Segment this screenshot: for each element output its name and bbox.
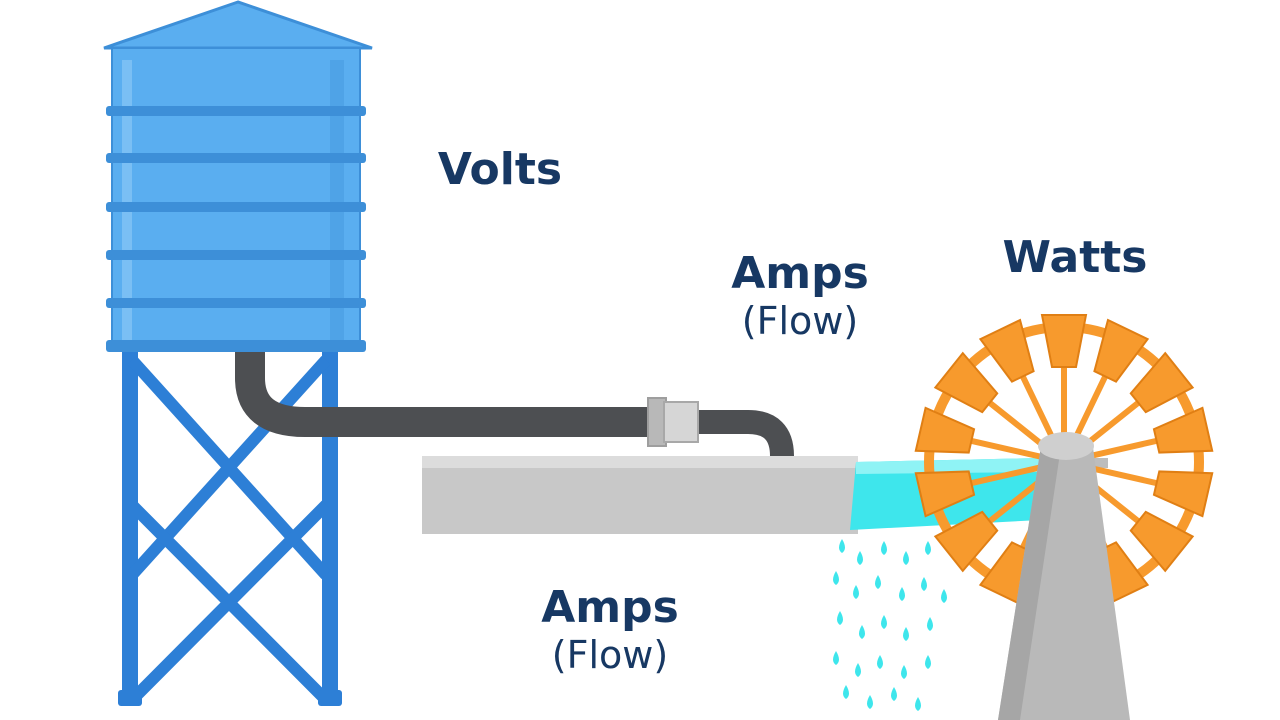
water-drop — [881, 615, 887, 629]
water-drop — [843, 685, 849, 699]
water-drop — [837, 611, 843, 625]
wheel-paddle — [1129, 510, 1195, 573]
water-stream-highlight — [856, 458, 1040, 474]
left-foot — [118, 690, 142, 706]
water-drop — [921, 577, 927, 591]
support-pillar-shadow — [998, 440, 1062, 720]
water-drop — [927, 617, 933, 631]
water-drop — [941, 589, 947, 603]
wheel-support — [998, 432, 1130, 720]
amps-channel-title: Amps — [541, 582, 679, 633]
water-drop — [891, 687, 897, 701]
tank-band-4 — [106, 250, 366, 260]
right-foot — [318, 690, 342, 706]
wheel-paddle — [1152, 406, 1214, 454]
water-drop — [881, 541, 887, 555]
label-amps-channel: Amps (Flow) — [525, 582, 695, 677]
right-leg — [322, 346, 338, 700]
tank-outlet-pipe — [235, 344, 650, 437]
flume-channel — [422, 456, 1108, 534]
amps-pipe-note: (Flow) — [741, 299, 859, 343]
water-drop — [903, 627, 909, 641]
tank-band-5 — [106, 298, 366, 308]
label-amps-pipe: Amps (Flow) — [715, 248, 885, 343]
paddle-blade — [1093, 318, 1150, 383]
wheel-paddle — [933, 510, 999, 573]
watts-title: Watts — [1002, 232, 1148, 283]
water-drop — [877, 655, 883, 669]
water-drop — [839, 539, 845, 553]
tank-band-1 — [106, 106, 366, 116]
amps-channel-note: (Flow) — [551, 633, 669, 677]
tank-roof — [103, 0, 373, 50]
water-drop — [901, 665, 907, 679]
wheel-paddle — [1040, 314, 1088, 368]
water-drop — [855, 663, 861, 677]
wheel-paddle — [914, 406, 976, 454]
wheel-paddle — [1152, 470, 1214, 518]
wheel-paddle — [914, 470, 976, 518]
paddle-blade — [1129, 351, 1195, 414]
tower-stand — [118, 346, 342, 706]
water-drop — [853, 585, 859, 599]
water-drop — [875, 575, 881, 589]
water-tower-icon — [103, 0, 373, 352]
pipe-coupling-right — [663, 401, 699, 443]
left-leg — [122, 346, 138, 700]
paddle-blade — [1152, 406, 1214, 454]
water-drops-icon — [833, 539, 947, 711]
water-drop — [857, 551, 863, 565]
water-drop — [859, 625, 865, 639]
tank-band-2 — [106, 153, 366, 163]
paddle-blade — [914, 406, 976, 454]
water-drop — [925, 655, 931, 669]
water-drop — [925, 541, 931, 555]
wheel-paddle — [1129, 351, 1195, 414]
wheel-paddle — [978, 318, 1035, 383]
channel-top-edge — [422, 456, 858, 468]
tank-shadow — [330, 60, 344, 340]
water-drop — [833, 571, 839, 585]
channel-body — [422, 456, 858, 534]
paddle-blade — [1040, 314, 1088, 368]
tank-band-3 — [106, 202, 366, 212]
amps-pipe-title: Amps — [731, 248, 869, 299]
label-volts: Volts — [430, 148, 570, 192]
paddle-blade — [1152, 470, 1214, 518]
water-drop — [903, 551, 909, 565]
label-watts: Watts — [995, 236, 1155, 280]
paddle-blade — [933, 510, 999, 573]
tank-highlight — [122, 60, 132, 340]
water-drop — [899, 587, 905, 601]
paddle-blade — [933, 351, 999, 414]
wheel-paddle — [1093, 318, 1150, 383]
paddle-blade — [914, 470, 976, 518]
paddle-blade — [978, 318, 1035, 383]
spout-pipe — [686, 410, 794, 482]
supply-pipe — [235, 344, 794, 482]
lower-cross-brace — [127, 500, 331, 705]
water-drop — [867, 695, 873, 709]
wheel-paddle — [933, 351, 999, 414]
water-drop — [915, 697, 921, 711]
paddle-blade — [1129, 510, 1195, 573]
wheel-hub — [1038, 432, 1094, 460]
water-drop — [833, 651, 839, 665]
tank-base — [106, 340, 366, 352]
volts-title: Volts — [437, 144, 563, 195]
